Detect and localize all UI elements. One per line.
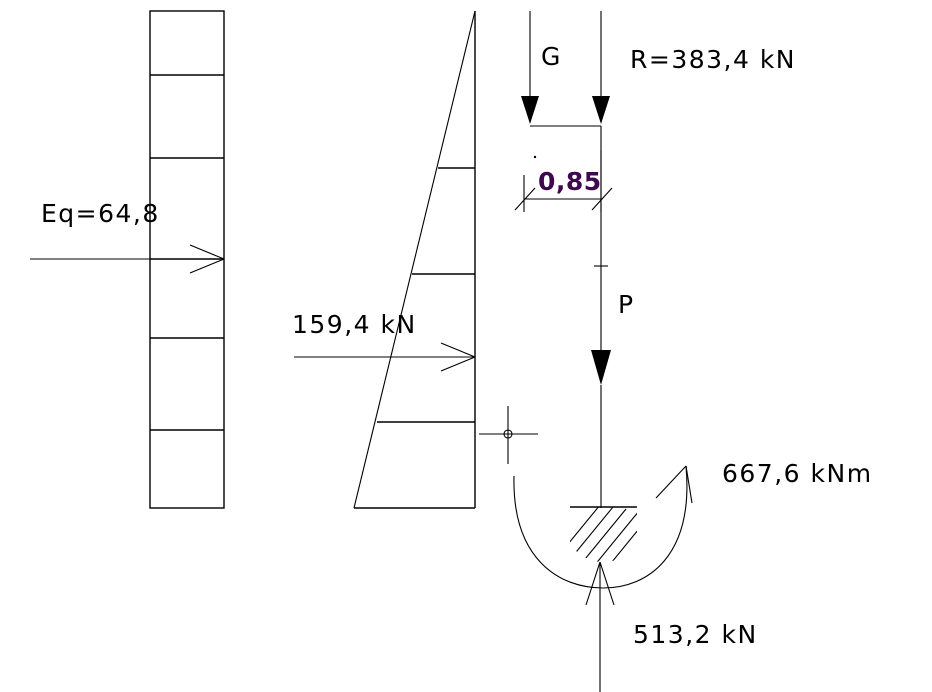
label-self-weight: G [541,42,562,71]
resultant-vertical-arrow-R [592,11,610,124]
axial-force-arrow-P [591,350,611,508]
resultant-pressure-arrow [294,342,476,372]
label-resultant-vertical: R=383,4 kN [630,45,796,74]
foundation-hatch [570,506,637,562]
moment-arc [513,465,693,589]
self-weight-arrow-G [521,11,539,124]
label-axial-force: P [618,290,635,319]
label-resultant-pressure: 159,4 kN [292,310,417,339]
centroid-crosshair-icon [479,406,538,464]
base-reaction-arrow [585,561,615,692]
label-eccentricity: 0,85 [538,167,602,196]
label-base-reaction: 513,2 kN [633,620,758,649]
pressure-triangle [353,10,476,509]
label-moment: 667,6 kNm [722,459,873,488]
hatch-lines [570,507,637,562]
label-earth-pressure: Eq=64,8 [41,199,160,228]
eccentricity-dimension [514,150,613,212]
earth-pressure-arrow [30,244,225,274]
